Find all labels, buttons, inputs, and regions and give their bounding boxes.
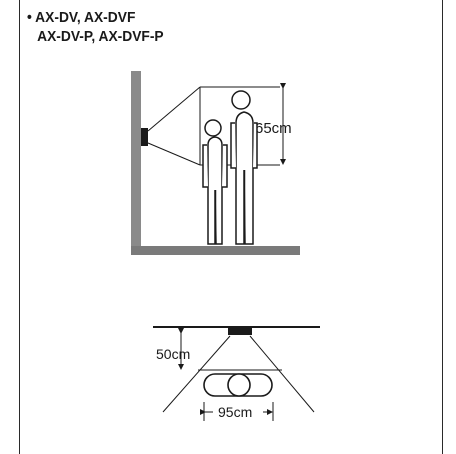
tall-person <box>230 90 258 245</box>
model-names-1: AX-DV, AX-DVF <box>35 9 136 26</box>
person-top-view <box>203 373 273 397</box>
top-view-cone <box>162 335 315 413</box>
distance-label: 50cm <box>156 346 190 362</box>
width-label: 95cm <box>218 404 252 420</box>
floor <box>131 246 300 255</box>
side-view: 65cm <box>131 71 300 255</box>
model-line-1: • AX-DV, AX-DVF <box>27 8 164 27</box>
bullet-glyph: • <box>27 9 32 26</box>
door-station-side <box>141 128 148 146</box>
short-person <box>202 119 228 245</box>
model-line-2: AX-DV-P, AX-DVF-P <box>37 28 164 45</box>
door-station-top <box>228 327 252 335</box>
top-view: 50cm 95cm <box>153 326 320 421</box>
height-label: 65cm <box>255 120 292 137</box>
wall <box>131 71 141 255</box>
model-heading: • AX-DV, AX-DVF AX-DV-P, AX-DVF-P <box>27 8 164 46</box>
page-frame <box>19 0 443 454</box>
